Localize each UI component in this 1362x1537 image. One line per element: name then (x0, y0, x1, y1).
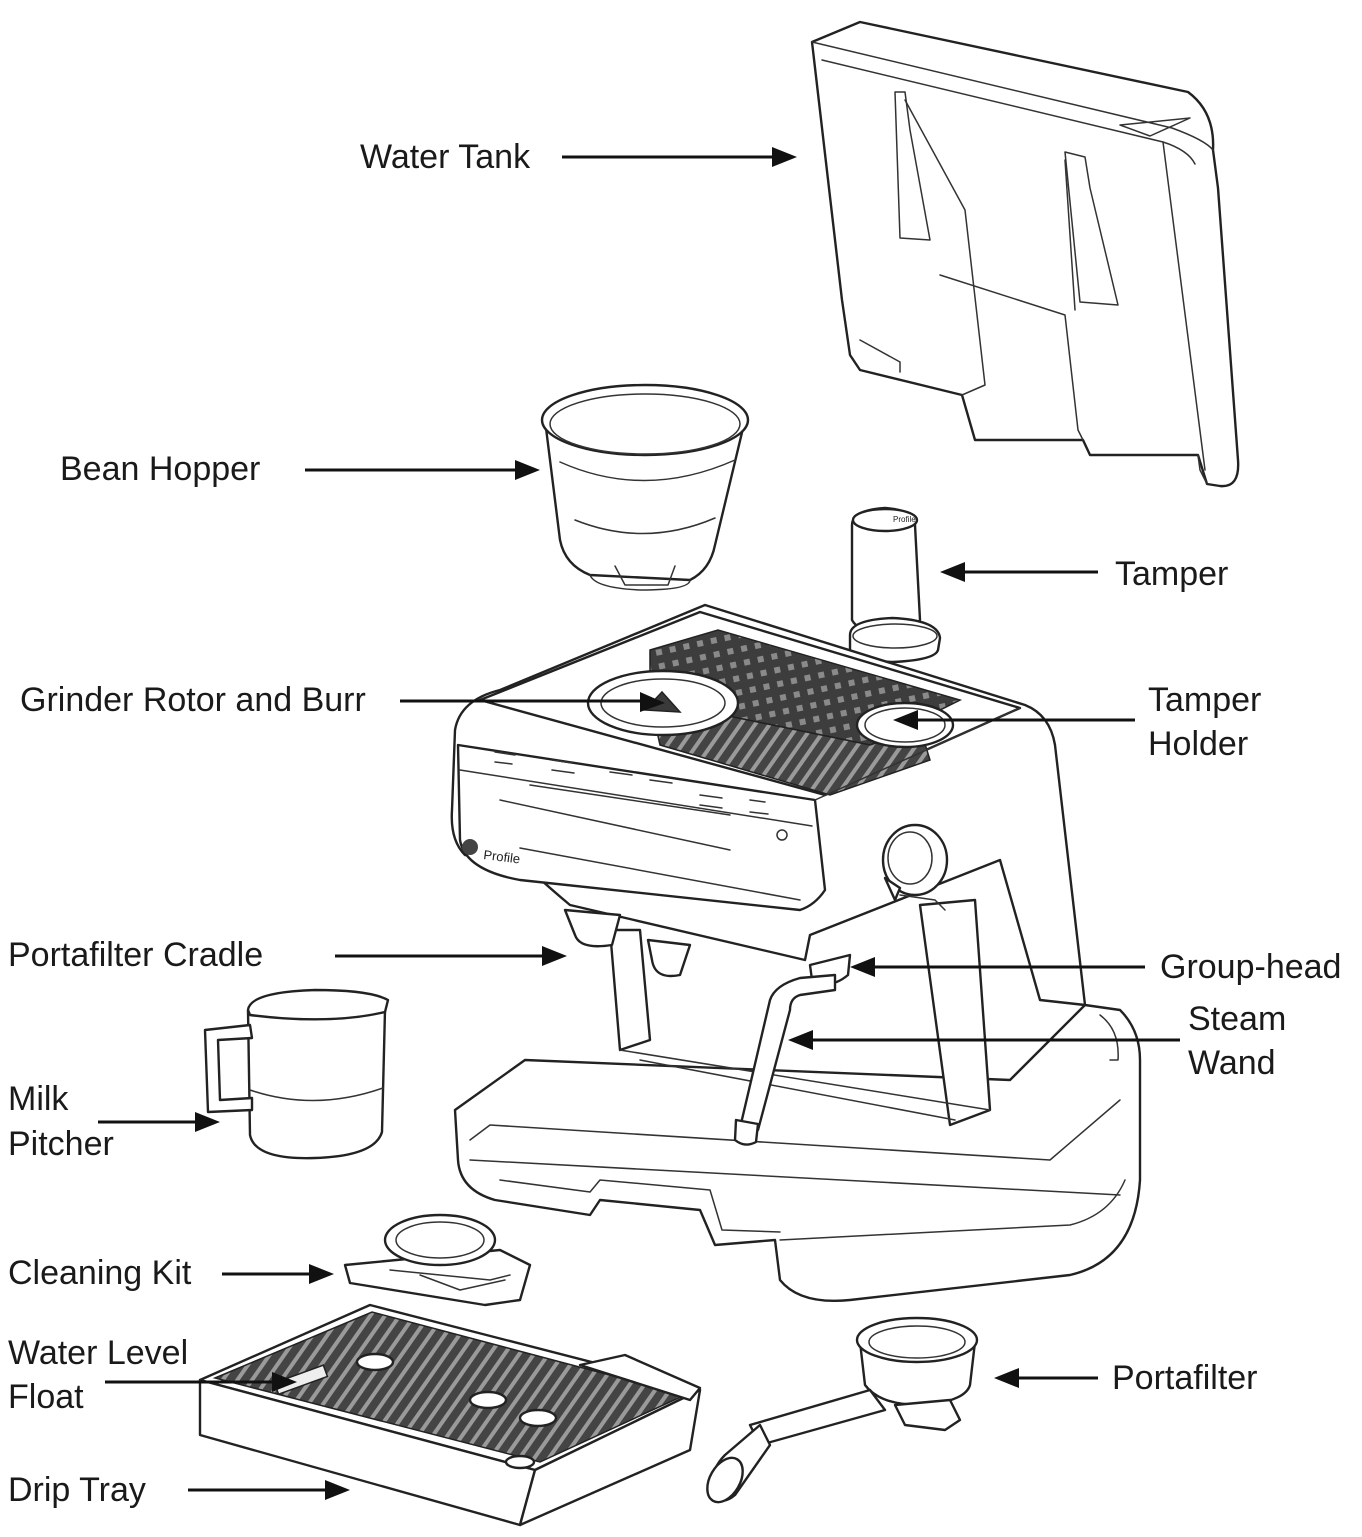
label-steam-wand-line2: Wand (1188, 1044, 1276, 1082)
portafilter (706, 1316, 979, 1504)
label-tamper-holder-line2: Holder (1148, 725, 1249, 763)
bean-hopper (540, 383, 750, 591)
milk-pitcher (203, 988, 390, 1160)
label-tamper-holder-line1: Tamper (1148, 681, 1262, 719)
label-drip-tray: Drip Tray (8, 1471, 146, 1509)
label-grinder-rotor-and-burr: Grinder Rotor and Burr (20, 681, 366, 719)
label-group-head: Group-head (1160, 948, 1342, 986)
water-tank (810, 20, 1240, 488)
drip-tray (198, 1303, 702, 1527)
label-water-tank: Water Tank (360, 138, 531, 176)
label-water-level-float-line1: Water Level (8, 1334, 189, 1372)
cleaning-kit (343, 1213, 532, 1307)
label-portafilter-cradle: Portafilter Cradle (8, 936, 264, 974)
label-portafilter: Portafilter (1112, 1359, 1258, 1397)
espresso-machine-body: Profile (450, 603, 1142, 1302)
label-milk-pitcher-line1: Milk (8, 1080, 69, 1118)
label-steam-wand-line1: Steam (1188, 1000, 1287, 1038)
tamper: Profile (848, 506, 942, 664)
label-cleaning-kit: Cleaning Kit (8, 1254, 192, 1292)
label-water-level-float-line2: Float (8, 1378, 84, 1416)
callout-arrows (98, 147, 1180, 1500)
svg-text:Profile: Profile (893, 515, 916, 524)
label-bean-hopper: Bean Hopper (60, 450, 261, 488)
label-milk-pitcher-line2: Pitcher (8, 1125, 114, 1163)
label-tamper: Tamper (1115, 555, 1229, 593)
brand-logo: Profile (483, 847, 521, 866)
